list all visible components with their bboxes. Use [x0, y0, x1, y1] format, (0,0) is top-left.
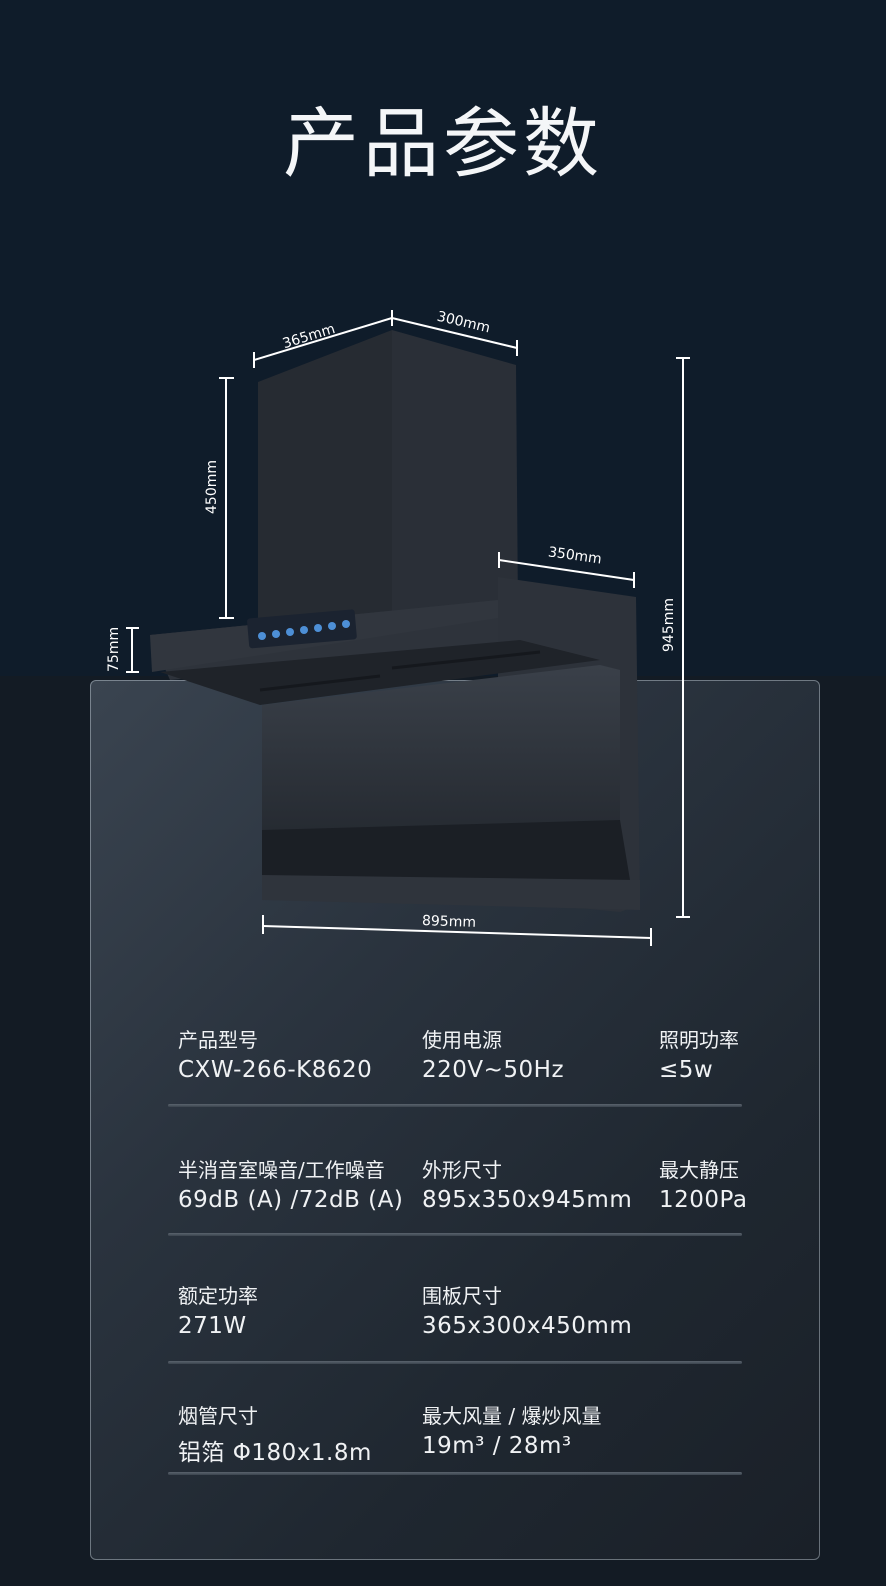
spec-label: 额定功率 [178, 1284, 258, 1308]
spec-value: 19m³ / 28m³ [422, 1433, 572, 1459]
spec-dimensions: 外形尺寸 895x350x945mm [422, 1154, 632, 1213]
spec-power-supply: 使用电源 220V~50Hz [422, 1024, 564, 1083]
spec-value: 365x300x450mm [422, 1313, 633, 1339]
spec-label: 烟管尺寸 [178, 1404, 258, 1428]
spec-label: 半消音室噪音/工作噪音 [178, 1158, 385, 1182]
dim-top-depth: 300mm [435, 309, 491, 337]
spec-value: 220V~50Hz [422, 1057, 565, 1083]
dim-side-depth: 350mm [547, 544, 603, 567]
spec-static-pressure: 最大静压 1200Pa [659, 1154, 747, 1213]
spec-rated-power: 额定功率 271W [178, 1280, 258, 1339]
range-hood-image [150, 330, 640, 912]
divider [168, 1472, 742, 1475]
spec-label: 围板尺寸 [422, 1284, 502, 1308]
spec-airflow: 最大风量 / 爆炒风量 19m³ / 28m³ [422, 1400, 601, 1459]
dim-panel-thickness: 75mm [106, 627, 122, 672]
spec-value: 铝箔 Φ180x1.8m [178, 1440, 372, 1466]
dim-total-height: 945mm [661, 598, 677, 652]
dim-top-width: 365mm [281, 321, 337, 352]
spec-light-power: 照明功率 ≤5w [659, 1024, 739, 1083]
spec-panel-size: 围板尺寸 365x300x450mm [422, 1280, 632, 1339]
page-title: 产品参数 [283, 99, 603, 188]
spec-value: 1200Pa [659, 1187, 748, 1213]
spec-label: 最大静压 [659, 1158, 739, 1182]
divider [168, 1361, 742, 1364]
spec-label: 产品型号 [178, 1028, 258, 1052]
spec-model: 产品型号 CXW-266-K8620 [178, 1024, 372, 1083]
spec-label: 最大风量 / 爆炒风量 [422, 1404, 602, 1428]
divider [168, 1104, 742, 1107]
spec-value: 895x350x945mm [422, 1187, 633, 1213]
spec-value: CXW-266-K8620 [178, 1057, 373, 1083]
spec-noise: 半消音室噪音/工作噪音 69dB (A) /72dB (A) [178, 1154, 403, 1213]
spec-label: 使用电源 [422, 1028, 502, 1052]
spec-value: 271W [178, 1313, 247, 1339]
divider [168, 1233, 742, 1236]
spec-label: 照明功率 [659, 1028, 739, 1052]
spec-duct-size: 烟管尺寸铝箔 Φ180x1.8m [178, 1400, 372, 1467]
dim-chimney-height: 450mm [204, 460, 220, 514]
spec-label: 外形尺寸 [422, 1158, 502, 1182]
dimension-lines [126, 310, 690, 946]
dim-total-width: 895mm [422, 913, 477, 931]
spec-value: ≤5w [659, 1057, 714, 1083]
spec-value: 69dB (A) /72dB (A) [178, 1187, 404, 1213]
